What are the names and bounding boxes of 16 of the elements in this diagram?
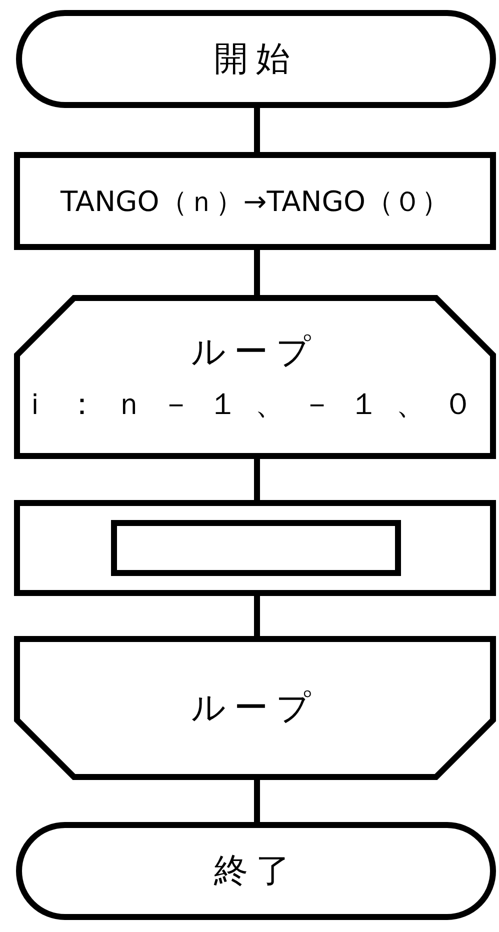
connector-line (254, 596, 260, 636)
connector-line (254, 108, 260, 152)
node-text: 終了 (214, 850, 298, 892)
connector-line (254, 780, 260, 822)
node-text: 開始 (214, 38, 298, 80)
node-text: ループ (191, 331, 319, 374)
loop-end-shape (14, 636, 496, 780)
process-box (14, 152, 496, 250)
loop-start-shape (14, 295, 496, 459)
node-text: TANGO（ｎ）→TANGO（０） (60, 184, 450, 218)
connector-line (254, 459, 260, 500)
connector-line (254, 250, 260, 295)
inner-box (111, 520, 401, 576)
node-text: ループ (191, 686, 319, 730)
node-text: ｉ：ｎ－１、－１、０ (20, 386, 490, 423)
process-box (14, 500, 496, 596)
